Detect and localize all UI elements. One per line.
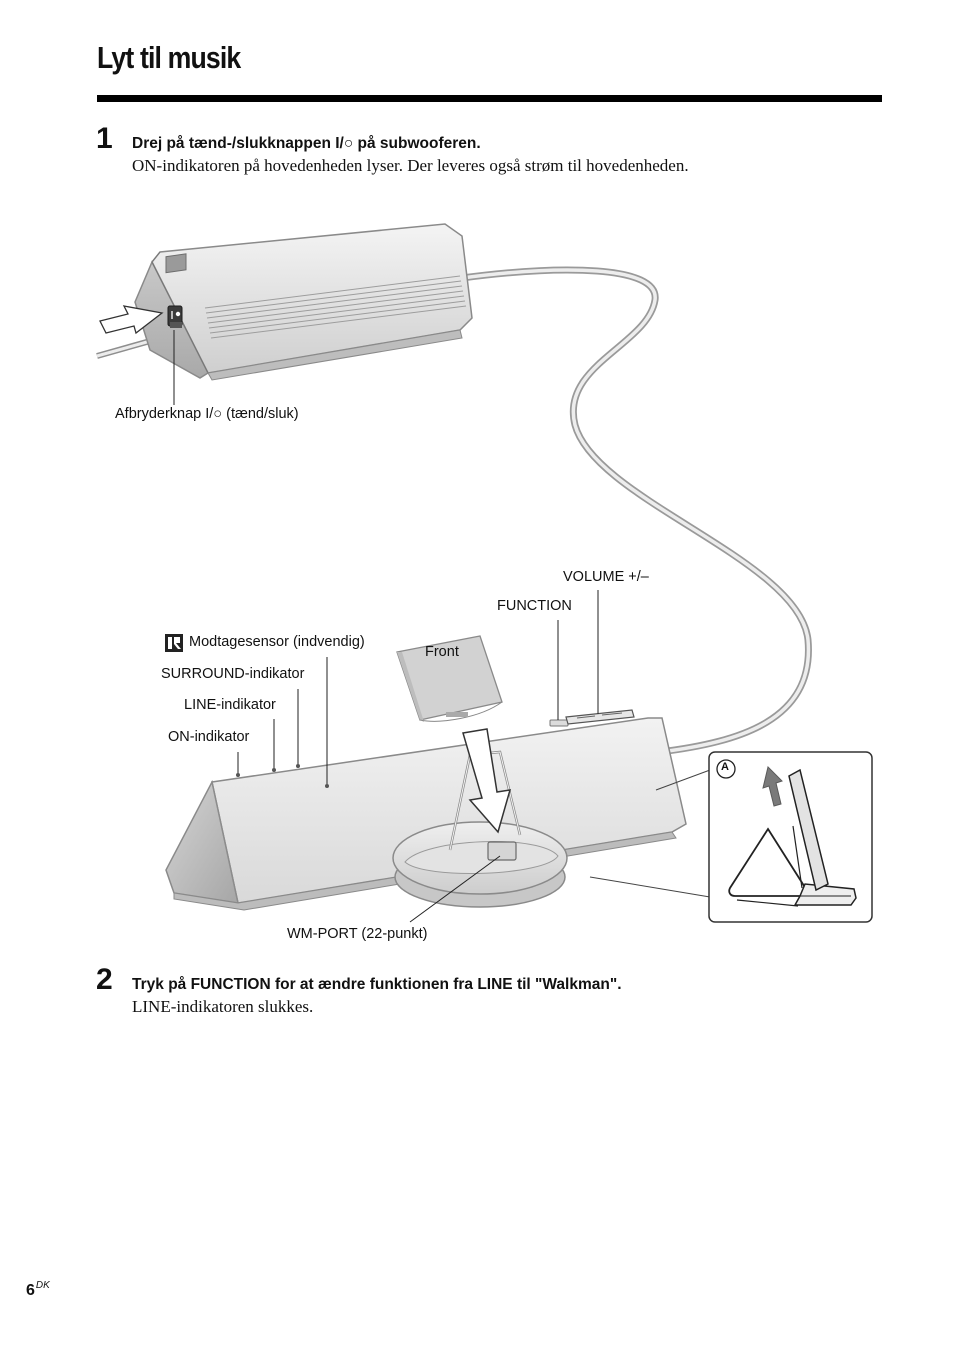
- label-remote-sensor: Modtagesensor (indvendig): [189, 634, 365, 650]
- inset-detail: [708, 751, 873, 923]
- label-wm-port: WM-PORT (22-punkt): [287, 926, 428, 942]
- page-title: Lyt til musik: [97, 40, 241, 75]
- label-power-switch: Afbryderknap I/○ (tænd/sluk): [115, 406, 299, 422]
- page-number-value: 6: [26, 1282, 35, 1299]
- page-number-suffix: DK: [35, 1280, 50, 1291]
- label-function: FUNCTION: [497, 598, 572, 614]
- label-surround-indicator: SURROUND-indikator: [161, 666, 305, 682]
- connection-cable: [458, 266, 812, 756]
- main-unit: [165, 709, 687, 911]
- step-2-number: 2: [96, 963, 113, 996]
- page-number: 6DK: [26, 1280, 50, 1300]
- label-line-indicator: LINE-indikator: [184, 697, 276, 713]
- step-2-heading: Tryk på FUNCTION for at ændre funktionen…: [132, 976, 622, 993]
- step-1-body: ON-indikatoren på hovedenheden lyser. De…: [132, 156, 689, 175]
- dock: [392, 750, 568, 908]
- subwoofer: [134, 223, 473, 381]
- inset-marker-a: A: [721, 761, 729, 773]
- ir-sensor-icon: [165, 634, 183, 652]
- label-on-indicator: ON-indikator: [168, 729, 250, 745]
- walkman-player: [396, 635, 503, 722]
- insert-arrow-icon: [462, 728, 512, 834]
- step-1-number: 1: [96, 122, 113, 155]
- step-2-body: LINE-indikatoren slukkes.: [132, 997, 314, 1016]
- title-rule: [97, 95, 882, 102]
- push-arrow-icon: [99, 305, 164, 335]
- label-front: Front: [425, 644, 459, 660]
- lift-arrow-icon: [762, 766, 783, 807]
- wm-port-connector: [487, 841, 517, 861]
- step-1-heading: Drej på tænd-/slukknappen I/○ på subwoof…: [132, 135, 481, 152]
- label-volume: VOLUME +/–: [563, 569, 649, 585]
